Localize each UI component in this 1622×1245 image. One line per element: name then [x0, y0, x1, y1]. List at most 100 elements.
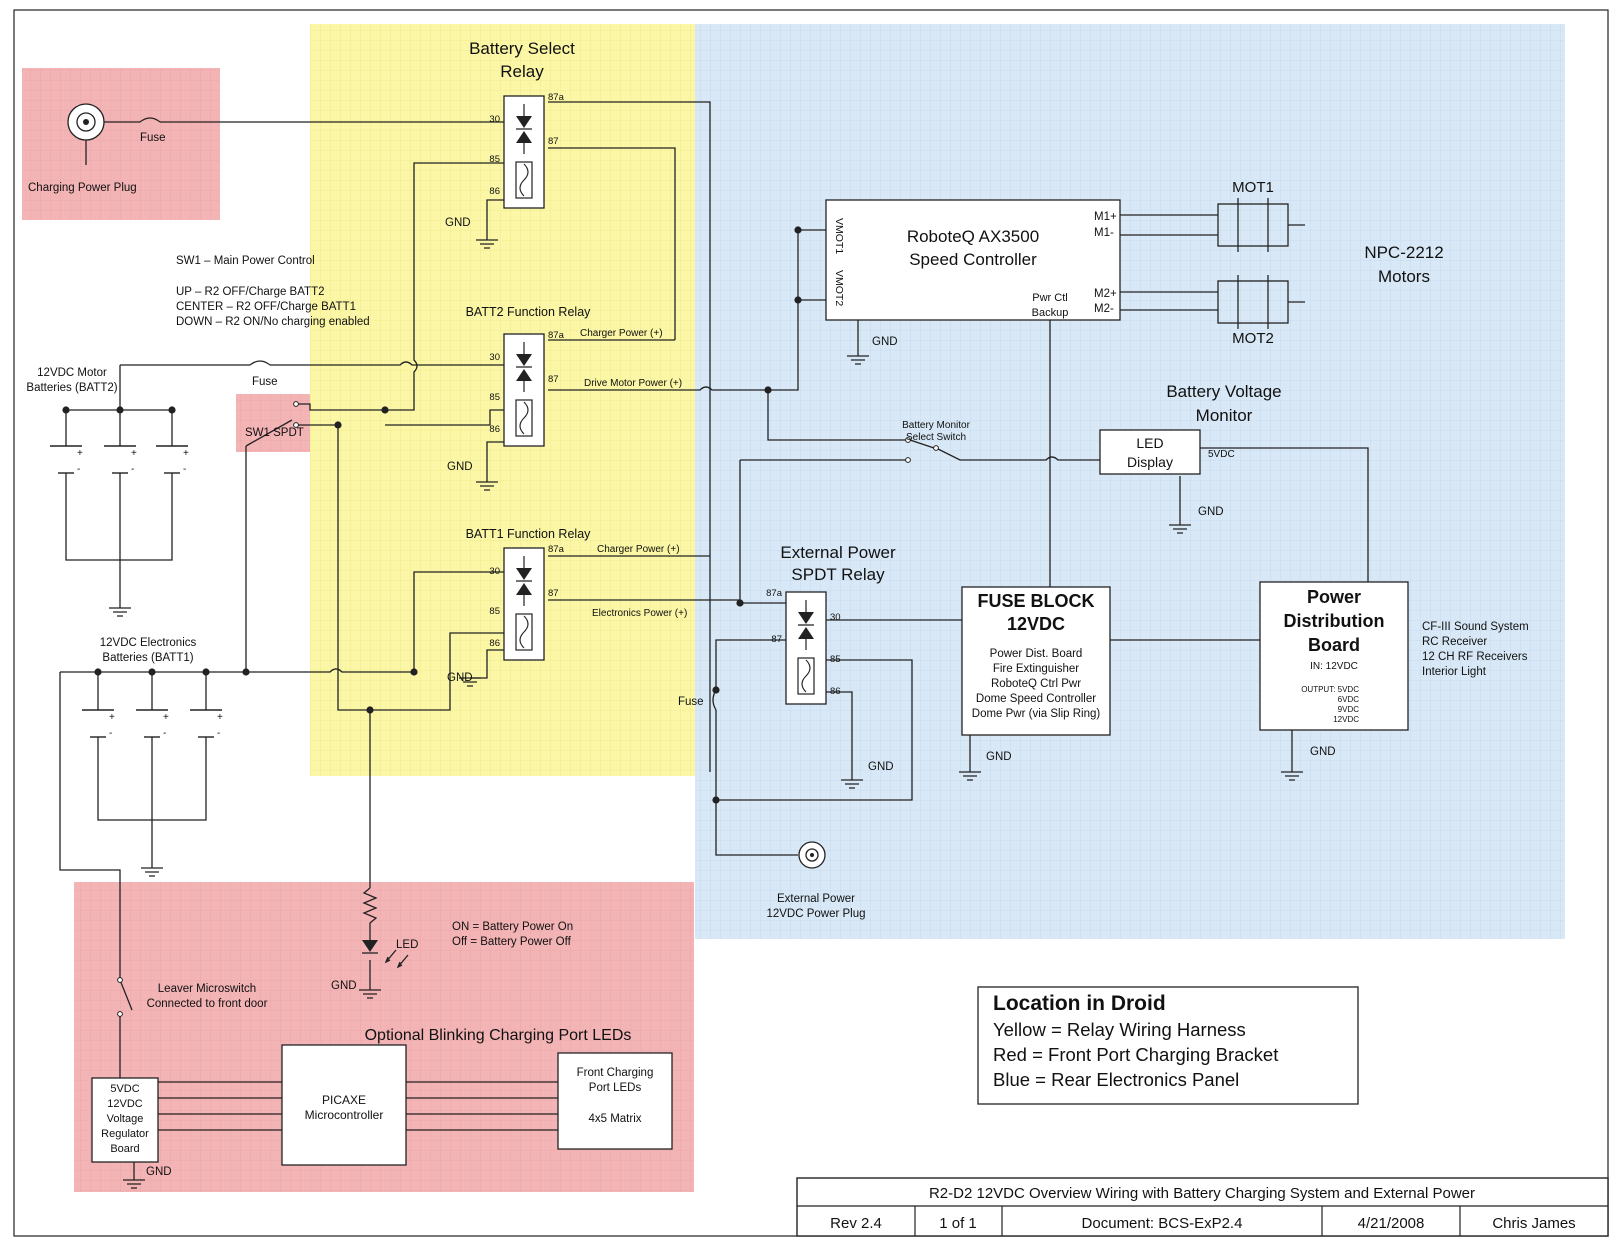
backup-label: Backup — [1032, 307, 1069, 319]
power-distribution-board — [1259, 581, 1409, 731]
ground-symbol-4 — [141, 867, 163, 877]
picaxe-label-1: PICAXE — [322, 1093, 366, 1107]
batt1-cell3-minus: - — [217, 728, 220, 739]
optional-title: Optional Blinking Charging Port LEDs — [365, 1027, 632, 1044]
batt2-function-relay-pin-87a: 87a — [548, 330, 565, 341]
gnd-label-fuseblock: GND — [986, 751, 1012, 763]
legend-box — [977, 986, 1359, 1105]
battery-select-relay-pin-30: 30 — [489, 114, 500, 125]
led-display-2: Display — [1127, 454, 1173, 470]
microswitch-contact-bottom — [117, 1011, 123, 1017]
pdb-in: IN: 12VDC — [1310, 661, 1358, 672]
gnd-label-2: GND — [447, 461, 473, 473]
ground-symbol-10 — [1169, 524, 1191, 534]
title-block-sheet: 1 of 1 — [939, 1215, 977, 1232]
batt2-cell3-minus: - — [183, 464, 186, 475]
batt1-cell1-plus: + — [109, 712, 115, 723]
ext-relay-title-1: External Power — [780, 543, 896, 562]
battery-monitor-select-switch — [905, 437, 939, 463]
picaxe-label-2: Microcontroller — [305, 1108, 384, 1122]
off-text: Off = Battery Power Off — [452, 936, 572, 948]
wires — [59, 101, 1369, 1180]
batt1-relay-title: BATT1 Function Relay — [466, 527, 592, 541]
legend-title: Location in Droid — [993, 992, 1166, 1015]
on-text: ON = Battery Power On — [452, 921, 573, 933]
gnd-label-1: GND — [445, 217, 471, 229]
batt1-cell1-minus: - — [109, 728, 112, 739]
junctions — [62, 226, 802, 804]
batt2-function-relay-pin-85: 85 — [489, 392, 500, 403]
external-power-relay-pin-85: 85 — [830, 654, 841, 665]
gnd-label-pdb: GND — [1310, 746, 1336, 758]
battery-select-relay-pin-87: 87 — [548, 136, 559, 147]
motor-batt-label-2: Batteries (BATT2) — [26, 382, 117, 394]
ground-symbol-5 — [459, 677, 481, 687]
fuse-block-item-5: Dome Pwr (via Slip Ring) — [972, 708, 1101, 720]
regulator-line-2: 12VDC — [107, 1098, 143, 1110]
title-block-rev: Rev 2.4 — [830, 1215, 882, 1232]
fuse-block-item-4: Dome Speed Controller — [976, 693, 1096, 705]
ground-symbol-6 — [847, 355, 869, 365]
batt2-cell1-minus: - — [77, 464, 80, 475]
fuse-block-title-1: FUSE BLOCK — [978, 591, 1095, 611]
m2p-label: M2+ — [1094, 288, 1117, 300]
sw1-up: UP – R2 OFF/Charge BATT2 — [176, 286, 324, 298]
five-vdc-label: 5VDC — [1208, 449, 1235, 460]
gnd-label-regulator: GND — [146, 1166, 172, 1178]
charging-plug-label: Charging Power Plug — [28, 182, 137, 194]
batt2-cell2-plus: + — [131, 448, 137, 459]
battery-select-title-1: Battery Select — [469, 39, 575, 58]
charger-power-label-2: Charger Power (+) — [597, 544, 680, 555]
charger-power-label-1: Charger Power (+) — [580, 328, 663, 339]
batt2-cell2-minus: - — [131, 464, 134, 475]
fuse-label-2: Fuse — [252, 376, 278, 388]
sw1-center: CENTER – R2 OFF/Charge BATT1 — [176, 301, 356, 313]
fuse-label-1: Fuse — [140, 132, 166, 144]
led-label: LED — [396, 939, 418, 951]
ground-symbol-12 — [123, 1179, 145, 1189]
motors — [1217, 198, 1305, 329]
batt1-function-relay-pin-85: 85 — [489, 606, 500, 617]
pwr-ctl-label: Pwr Ctl — [1032, 292, 1067, 304]
pdb-title-3: Board — [1308, 635, 1360, 655]
regulator-line-1: 5VDC — [110, 1083, 139, 1095]
ext-relay-title-2: SPDT Relay — [791, 565, 885, 584]
motor-batt-label-1: 12VDC Motor — [37, 367, 107, 379]
pdb-6vdc: 6VDC — [1338, 695, 1360, 704]
gnd-label-roboteq: GND — [872, 336, 898, 348]
title-block-date: 4/21/2008 — [1358, 1215, 1425, 1232]
voltage-regulator-board — [91, 1077, 159, 1163]
batt1-function-relay-pin-87: 87 — [548, 588, 559, 599]
gnd-label-ext: GND — [868, 761, 894, 773]
led-display — [1099, 429, 1201, 475]
title-block-title: R2-D2 12VDC Overview Wiring with Battery… — [929, 1185, 1475, 1202]
bms-label-2: Select Switch — [906, 432, 966, 443]
batt2-function-relay-pin-30: 30 — [489, 352, 500, 363]
front-led-label-2: Port LEDs — [589, 1082, 642, 1094]
ground-symbol-11 — [359, 989, 381, 999]
external-power-relay-pin-87a: 87a — [766, 588, 783, 599]
ground-symbol-1 — [476, 239, 498, 249]
pdb-load-1: CF-III Sound System — [1422, 621, 1529, 633]
pdb-load-2: RC Receiver — [1422, 636, 1487, 648]
roboteq-speed-controller — [825, 199, 1121, 321]
pdb-load-4: Interior Light — [1422, 666, 1487, 678]
zone-backgrounds — [22, 24, 1565, 1192]
fuse-block-item-3: RoboteQ Ctrl Pwr — [991, 678, 1081, 690]
regulator-line-3: Voltage — [107, 1113, 144, 1125]
external-power-relay-pin-86: 86 — [830, 686, 841, 697]
text-labels: Battery Select Relay BATT2 Function Rela… — [26, 39, 1575, 1232]
pdb-title-2: Distribution — [1284, 611, 1385, 631]
ground-symbol-3 — [109, 607, 131, 617]
front-led-label-3: 4x5 Matrix — [588, 1113, 641, 1125]
ground-symbol-9 — [1281, 771, 1303, 781]
bms-label-1: Battery Monitor — [902, 420, 970, 431]
mot1-label: MOT1 — [1232, 179, 1274, 196]
vmot1-label: VMOT1 — [833, 218, 845, 254]
battery-select-relay-pin-85: 85 — [489, 154, 500, 165]
roboteq-title-1: RoboteQ AX3500 — [907, 227, 1039, 246]
pdb-load-3: 12 CH RF Receivers — [1422, 651, 1528, 663]
